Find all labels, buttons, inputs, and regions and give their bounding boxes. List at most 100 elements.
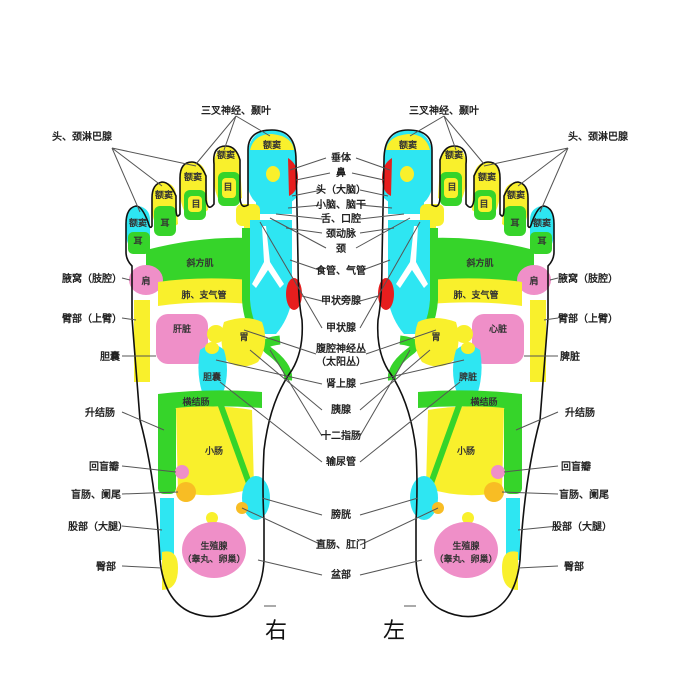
left-zone-label: 额窦 xyxy=(533,217,551,229)
left-outer-label: 升结肠 xyxy=(565,406,595,419)
center-label: 十二指肠 xyxy=(321,429,361,442)
zone-stomach xyxy=(221,318,266,367)
center-label: 盆部 xyxy=(330,568,351,581)
left-zone-label: （睾丸、卵巢） xyxy=(434,553,497,565)
right-zone-label: 额窦 xyxy=(184,171,202,183)
right-zone-label: 耳 xyxy=(160,218,169,229)
left-zone-label: 额窦 xyxy=(507,189,525,201)
right-outer-label: 腋窝（肢腔） xyxy=(62,272,122,285)
left-outer-label: 股部（大腿） xyxy=(552,520,612,533)
left-zone-label: 耳 xyxy=(510,218,519,229)
left-outer-label: 脾脏 xyxy=(560,350,580,363)
center-labels: 垂体鼻头（大脑）小脑、脑干舌、口腔颈动脉颈食管、气管甲状旁腺甲状腺腹腔神经丛（太… xyxy=(315,151,366,581)
center-label: 胰腺 xyxy=(331,403,352,416)
left-side-label: 左 xyxy=(383,619,405,644)
right-zone-label: 胆囊 xyxy=(203,371,222,383)
left-outer-label: 头、颈淋巴腺 xyxy=(568,130,629,143)
left-zone-label: 心脏 xyxy=(489,323,507,335)
left-zone-label: 肩 xyxy=(528,275,538,287)
left-zone-label: 额窦 xyxy=(478,171,496,183)
zone-bladder xyxy=(242,476,270,520)
zone-small-intestine xyxy=(176,406,254,496)
zone-gallbladder-small xyxy=(207,325,225,343)
center-label: 甲状旁腺 xyxy=(321,294,362,307)
right-zone-label: 横结肠 xyxy=(182,396,209,408)
zone-thigh xyxy=(160,498,174,560)
left-zone-label: 斜方肌 xyxy=(465,257,493,269)
right-outer-label: 升结肠 xyxy=(85,406,115,419)
right-zone-label: 额窦 xyxy=(155,189,173,201)
left-foot-outline xyxy=(376,129,555,618)
center-label: 食管、气管 xyxy=(315,264,366,277)
zone-esophagus-channel xyxy=(250,220,292,334)
zone-gonad xyxy=(182,522,246,578)
left-outer-label: 盲肠、阑尾 xyxy=(559,488,609,501)
left-zone-label: 目 xyxy=(479,199,488,210)
right-zone-label: 生殖腺 xyxy=(200,540,228,552)
center-label: 小脑、脑干 xyxy=(315,198,366,211)
left-zone-label: 耳 xyxy=(537,236,546,247)
left-foot-zone-labels: 额窦额窦额窦额窦额窦目目耳耳斜方肌肩肺、支气管心脏胃脾脏横结肠小肠生殖腺（睾丸、… xyxy=(399,139,551,565)
center-label: 颈动脉 xyxy=(325,227,357,240)
zone-big-toe-tip xyxy=(250,134,294,150)
zone-arm xyxy=(134,300,150,382)
zone-pituitary xyxy=(266,166,280,182)
left-zone-label: 额窦 xyxy=(445,149,463,161)
right-zone-label: 胃 xyxy=(239,332,248,343)
right-zone-label: （睾丸、卵巢） xyxy=(182,553,245,565)
left-outer-label: 三叉神经、颞叶 xyxy=(409,104,479,117)
left-zone-label: 肺、支气管 xyxy=(453,289,498,301)
center-label: 鼻 xyxy=(336,166,346,179)
right-outer-label: 胆囊 xyxy=(100,350,121,363)
left-outer-label: 臂部（上臂） xyxy=(558,312,618,325)
left-zone-label: 胃 xyxy=(431,332,440,343)
right-zone-label: 耳 xyxy=(133,236,142,247)
center-label: 直肠、肛门 xyxy=(316,538,366,551)
right-zone-label: 肺、支气管 xyxy=(181,289,226,301)
center-label: 头（大脑） xyxy=(316,183,366,196)
zone-kidney xyxy=(198,345,227,398)
right-zone-label: 斜方肌 xyxy=(185,257,213,269)
right-zone-label: 肝脏 xyxy=(173,323,191,335)
right-zone-label: 小肠 xyxy=(204,445,223,457)
right-side-label: 右 xyxy=(265,619,287,644)
left-foot xyxy=(376,129,555,618)
left-foot-zones xyxy=(378,130,555,590)
zone-transverse-colon xyxy=(158,390,262,410)
left-zone-label: 目 xyxy=(447,182,456,193)
right-outer-label: 盲肠、阑尾 xyxy=(71,488,121,501)
zone-shoulder xyxy=(129,265,163,295)
right-zone-label: 额窦 xyxy=(129,217,147,229)
center-label: 输尿管 xyxy=(326,455,356,468)
zone-liver xyxy=(156,314,208,364)
right-outer-label: 臂部（上臂） xyxy=(62,312,122,325)
left-foot-outer-labels: 三叉神经、颞叶头、颈淋巴腺腋窝（肢腔）臂部（上臂）脾脏升结肠回盲瓣盲肠、阑尾股部… xyxy=(409,104,629,573)
right-zone-label: 目 xyxy=(223,182,232,193)
zone-buttock xyxy=(162,551,178,590)
right-zone-label: 目 xyxy=(191,199,200,210)
left-zone-label: 脾脏 xyxy=(458,371,477,383)
right-outer-label: 三叉神经、颞叶 xyxy=(201,104,271,117)
center-label: 膀胱 xyxy=(330,508,351,521)
center-label: 颈 xyxy=(335,243,346,255)
left-zone-label: 生殖腺 xyxy=(452,540,480,552)
right-foot-zone-labels: 额窦额窦额窦额窦额窦目目耳耳斜方肌肩肺、支气管肝脏胃胆囊横结肠小肠生殖腺（睾丸、… xyxy=(129,139,281,565)
zone-spine-channel xyxy=(242,228,293,381)
zone-brain-stem xyxy=(256,196,292,214)
left-zone-label: 额窦 xyxy=(399,139,417,151)
zone-lung xyxy=(158,278,250,306)
right-outer-label: 臀部 xyxy=(96,560,116,573)
right-outer-label: 头、颈淋巴腺 xyxy=(52,130,113,143)
center-label: （太阳丛） xyxy=(316,355,366,368)
zone-ascending-colon xyxy=(158,404,176,494)
center-label: 肾上腺 xyxy=(326,377,357,390)
right-outer-label: 回盲瓣 xyxy=(89,460,119,473)
center-label: 甲状腺 xyxy=(326,321,357,334)
left-outer-label: 臀部 xyxy=(564,560,584,573)
right-outer-label: 股部（大腿） xyxy=(68,520,128,533)
leader-lines xyxy=(111,115,569,607)
left-outer-label: 腋窝（肢腔） xyxy=(558,272,618,285)
right-foot-outline xyxy=(125,129,304,618)
